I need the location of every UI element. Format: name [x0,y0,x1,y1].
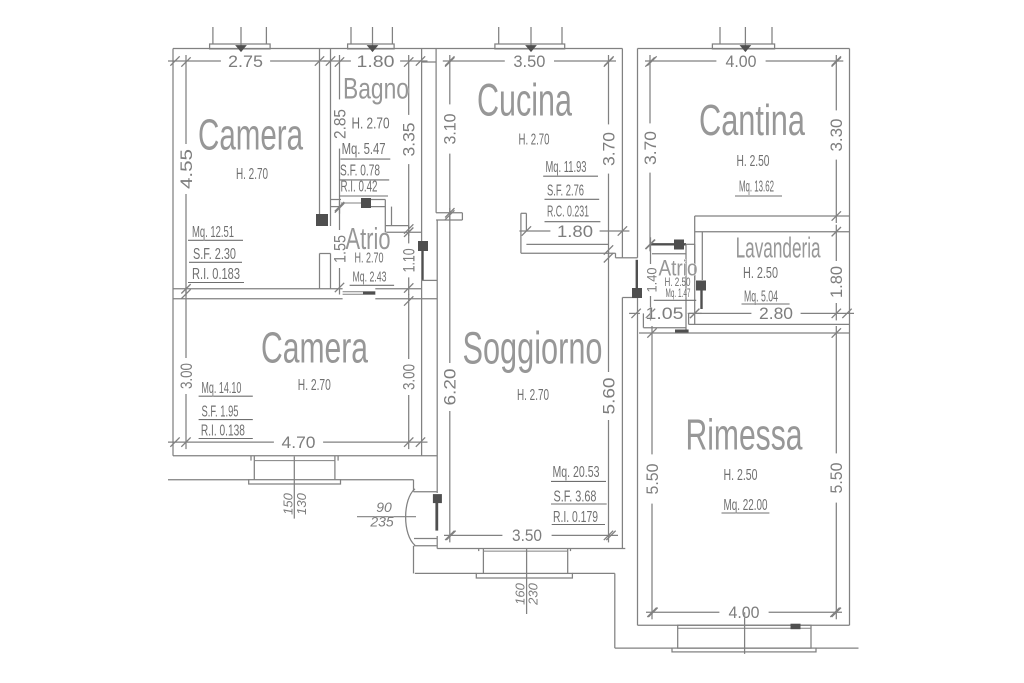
svg-text:1.80: 1.80 [828,266,846,298]
svg-text:H. 2.70: H. 2.70 [517,387,549,404]
svg-text:Cucina: Cucina [477,75,573,126]
svg-text:S.F. 2.76: S.F. 2.76 [547,183,584,200]
svg-text:R.C. 0.231: R.C. 0.231 [547,204,589,221]
svg-text:4.70: 4.70 [282,434,316,452]
svg-text:1.40: 1.40 [644,268,659,293]
svg-text:Soggiorno: Soggiorno [463,323,603,374]
svg-text:3.50: 3.50 [513,53,545,71]
svg-text:5.50: 5.50 [644,464,662,495]
svg-text:R.I. 0.42: R.I. 0.42 [341,179,378,196]
svg-text:R.I. 0.183: R.I. 0.183 [192,266,240,283]
svg-text:S.F. 0.78: S.F. 0.78 [340,163,380,180]
svg-text:3.30: 3.30 [828,119,846,152]
svg-text:H. 2.70: H. 2.70 [519,132,550,149]
svg-text:3.00: 3.00 [178,363,196,389]
svg-text:S.F. 3.68: S.F. 3.68 [554,489,597,506]
svg-text:235: 235 [369,514,394,530]
svg-text:Mq. 14.10: Mq. 14.10 [201,380,241,397]
svg-text:Bagno: Bagno [343,73,409,106]
svg-text:Mq. 5.47: Mq. 5.47 [342,141,386,158]
svg-text:230: 230 [525,582,540,605]
svg-text:S.F. 1.95: S.F. 1.95 [202,404,239,421]
svg-text:R.I. 0.138: R.I. 0.138 [201,422,245,439]
svg-text:H. 2.50: H. 2.50 [737,153,770,170]
svg-text:Atrio: Atrio [659,255,698,280]
svg-text:Mq. 20.53: Mq. 20.53 [553,464,600,481]
svg-text:H. 2.50: H. 2.50 [743,265,778,282]
svg-text:1.80: 1.80 [557,223,593,241]
svg-text:5.60: 5.60 [600,378,618,415]
svg-text:Mq. 12.51: Mq. 12.51 [192,224,234,241]
svg-text:90: 90 [376,499,392,515]
svg-text:S.F. 2.30: S.F. 2.30 [193,246,236,263]
svg-text:Mq. 1.47: Mq. 1.47 [666,286,691,300]
svg-text:H. 2.70: H. 2.70 [352,116,390,133]
svg-text:Camera: Camera [198,111,303,160]
svg-text:Mq. 22.00: Mq. 22.00 [724,497,768,514]
svg-text:3.50: 3.50 [512,527,542,545]
svg-text:4.00: 4.00 [726,53,757,71]
svg-text:1.55: 1.55 [331,235,349,263]
svg-text:1.10: 1.10 [401,248,419,272]
svg-text:5.50: 5.50 [828,463,846,494]
svg-text:3.10: 3.10 [442,114,460,145]
svg-text:Rimessa: Rimessa [686,411,803,460]
svg-text:3.70: 3.70 [642,131,660,165]
svg-text:150: 150 [281,492,296,514]
svg-text:2.80: 2.80 [759,305,793,323]
svg-text:4.55: 4.55 [178,149,196,189]
svg-text:Camera: Camera [261,324,368,373]
svg-text:Lavanderia: Lavanderia [736,232,822,264]
svg-text:2.85: 2.85 [331,109,349,139]
svg-text:3.00: 3.00 [401,364,419,390]
svg-text:Atrio: Atrio [346,221,391,256]
svg-text:Cantina: Cantina [699,96,805,145]
svg-text:R.I. 0.179: R.I. 0.179 [553,509,598,526]
svg-text:1.80: 1.80 [357,52,395,71]
svg-text:Mq. 11.93: Mq. 11.93 [546,159,587,176]
svg-text:H. 2.50: H. 2.50 [724,467,758,484]
svg-text:3.70: 3.70 [600,132,618,166]
svg-text:H. 2.70: H. 2.70 [298,377,331,394]
svg-text:6.20: 6.20 [442,369,460,406]
svg-text:160: 160 [512,582,527,604]
svg-text:Mq. 13.62: Mq. 13.62 [739,179,774,196]
svg-text:4.00: 4.00 [729,604,760,622]
svg-text:2.75: 2.75 [228,53,263,71]
svg-text:H. 2.70: H. 2.70 [355,251,384,267]
svg-text:H. 2.50: H. 2.50 [665,275,691,289]
svg-text:3.35: 3.35 [401,123,419,157]
svg-text:130: 130 [294,492,309,514]
svg-text:Mq. 2.43: Mq. 2.43 [353,269,387,286]
svg-text:1.05: 1.05 [646,305,684,323]
svg-text:Mq. 5.04: Mq. 5.04 [744,288,778,305]
svg-text:H. 2.70: H. 2.70 [236,166,268,183]
